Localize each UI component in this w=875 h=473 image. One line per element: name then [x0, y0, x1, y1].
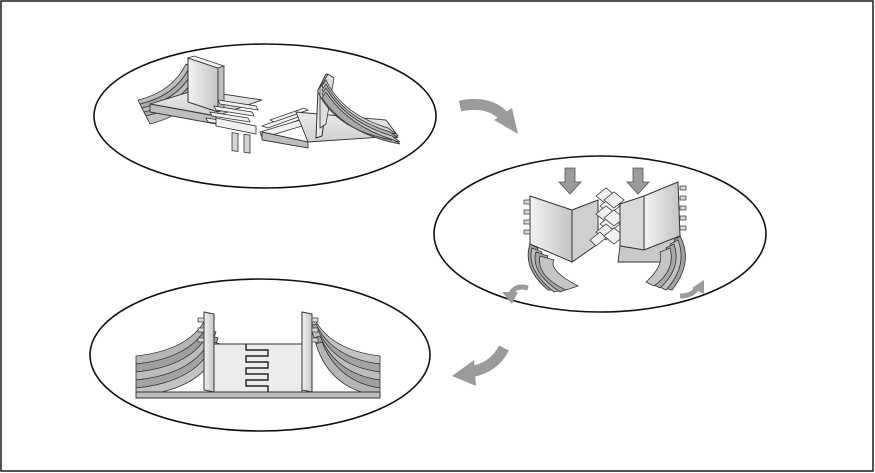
step-1-ellipse — [94, 44, 436, 188]
step-3-panel — [90, 279, 430, 431]
step-1-panel — [94, 44, 436, 188]
step-2-panel — [434, 156, 766, 312]
